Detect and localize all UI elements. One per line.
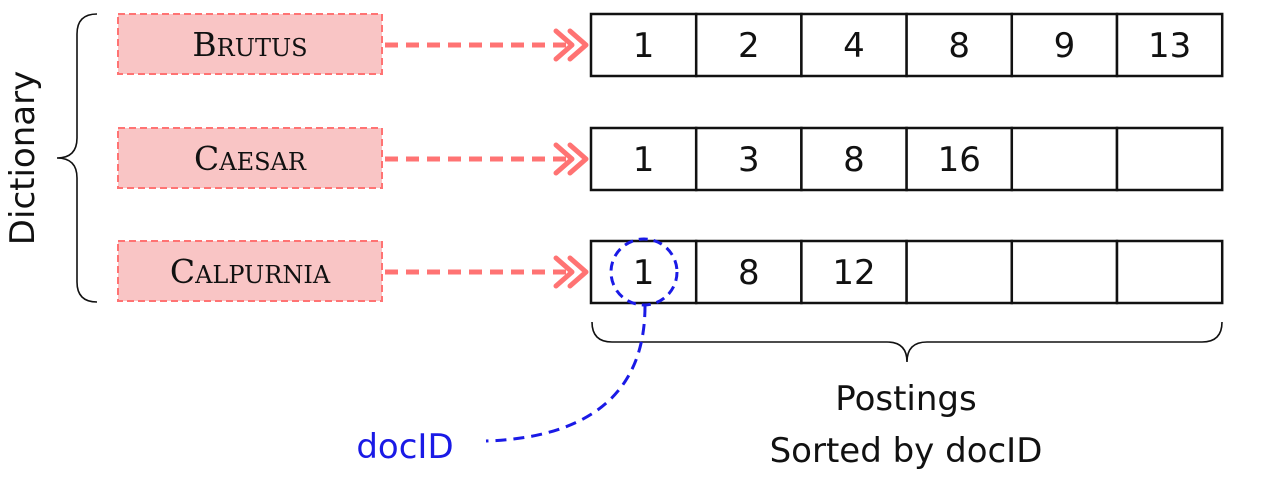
term-initial: B (192, 25, 216, 64)
posting-docid: 1 (633, 253, 655, 293)
posting-cell (1115, 239, 1224, 305)
posting-docid: 8 (948, 26, 970, 66)
posting-cell (905, 126, 1014, 192)
term-label: BRUTUS (192, 25, 307, 64)
term-initial: C (170, 252, 195, 291)
term-rest: RUTUS (217, 34, 308, 62)
pointer-arrowhead-icon (553, 142, 589, 176)
posting-cell (694, 126, 803, 192)
term-initial: C (194, 139, 219, 178)
term-box (117, 240, 383, 302)
posting-cell (589, 239, 698, 305)
term-rest: ALPURNIA (194, 261, 331, 289)
pointer-arrowhead-icon (553, 255, 589, 289)
posting-cell (800, 239, 908, 305)
posting-docid: 8 (843, 140, 865, 180)
posting-cell (589, 126, 698, 192)
posting-cell (1010, 126, 1119, 192)
sorted-by-docid-label: Sorted by docID (770, 431, 1043, 471)
posting-cell (1010, 12, 1119, 78)
postings-label: Postings (835, 379, 976, 419)
posting-cell (905, 12, 1014, 78)
posting-docid: 1 (633, 26, 655, 66)
posting-docid: 13 (1148, 26, 1191, 66)
posting-cell (1010, 239, 1119, 305)
posting-docid: 16 (938, 140, 981, 180)
pointer-arrowhead-icon (553, 28, 589, 62)
term-box (117, 127, 383, 189)
docid-connector (485, 305, 647, 443)
posting-cell (1115, 12, 1224, 78)
posting-docid: 3 (738, 140, 760, 180)
posting-docid: 4 (843, 26, 865, 66)
posting-cell (694, 12, 803, 78)
posting-cell (800, 12, 908, 78)
term-box (117, 13, 383, 75)
index-row: BRUTUS 1 2 4 8 9 13 (117, 12, 1224, 78)
posting-docid: 8 (738, 253, 760, 293)
term-label: CALPURNIA (170, 252, 331, 291)
posting-cell (905, 239, 1014, 305)
dictionary-brace (56, 13, 98, 303)
posting-cell (1115, 126, 1224, 192)
docid-highlight-circle (609, 237, 679, 307)
index-row: CAESAR 1 3 8 16 (117, 126, 1224, 192)
posting-docid: 12 (832, 253, 875, 293)
postings-brace (591, 321, 1223, 363)
posting-docid: 1 (633, 140, 655, 180)
index-row: CALPURNIA 1 8 12 (117, 239, 1224, 305)
dictionary-label: Dictionary (3, 71, 43, 245)
term-label: CAESAR (194, 139, 307, 178)
posting-docid: 2 (738, 26, 760, 66)
term-rest: AESAR (218, 148, 307, 176)
posting-docid: 9 (1054, 26, 1076, 66)
docid-label: docID (356, 427, 453, 467)
